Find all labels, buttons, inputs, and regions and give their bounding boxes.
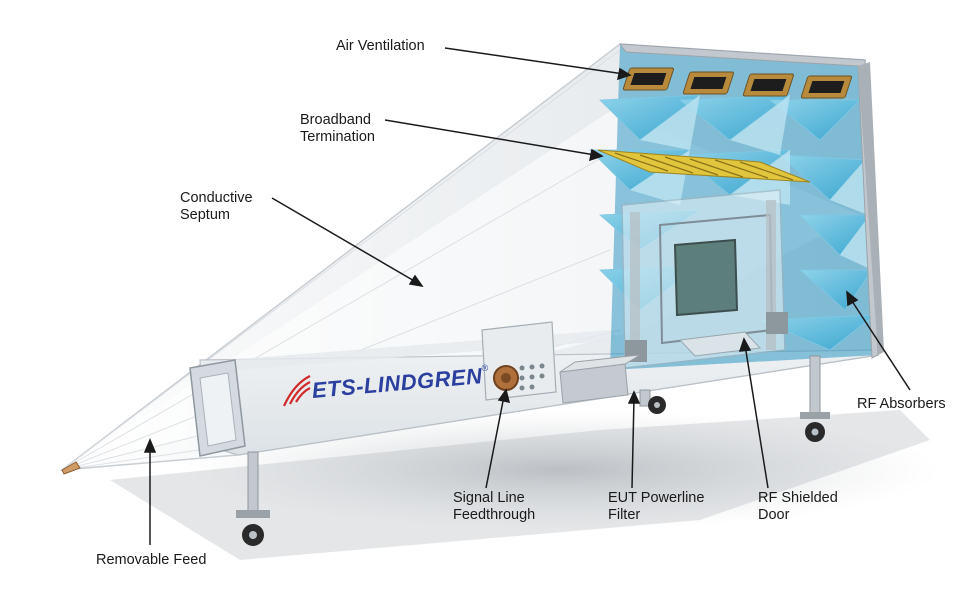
caster-wheels — [236, 396, 830, 546]
broadband-termination-strip — [597, 149, 811, 183]
floor-shadow-soft — [180, 410, 940, 530]
removable-feed — [61, 359, 246, 475]
label-conductive-septum: Conductive Septum — [180, 190, 253, 223]
label-rf-absorbers: RF Absorbers — [857, 396, 946, 412]
rf-shielded-door — [621, 189, 788, 369]
label-air-ventilation: Air Ventilation — [336, 38, 425, 54]
air-ventilation-panels — [622, 67, 852, 99]
brand-logo-waves — [282, 375, 311, 407]
leader-lines — [143, 47, 911, 545]
brand-trademark: ® — [481, 362, 489, 374]
label-rf-shielded-door: RF Shielded Door — [758, 490, 838, 523]
eut-powerline-filter-box — [559, 354, 641, 404]
signal-line-feedthrough-panel — [481, 321, 557, 401]
label-removable-feed: Removable Feed — [96, 552, 207, 568]
label-broadband-termination: Broadband Termination — [300, 112, 375, 145]
label-eut-powerline-filter: EUT Powerline Filter — [608, 490, 705, 523]
label-signal-line-feedthrough: Signal Line Feedthrough — [453, 490, 536, 523]
rear-frame — [618, 43, 879, 359]
rear-frame-edge — [858, 62, 884, 355]
